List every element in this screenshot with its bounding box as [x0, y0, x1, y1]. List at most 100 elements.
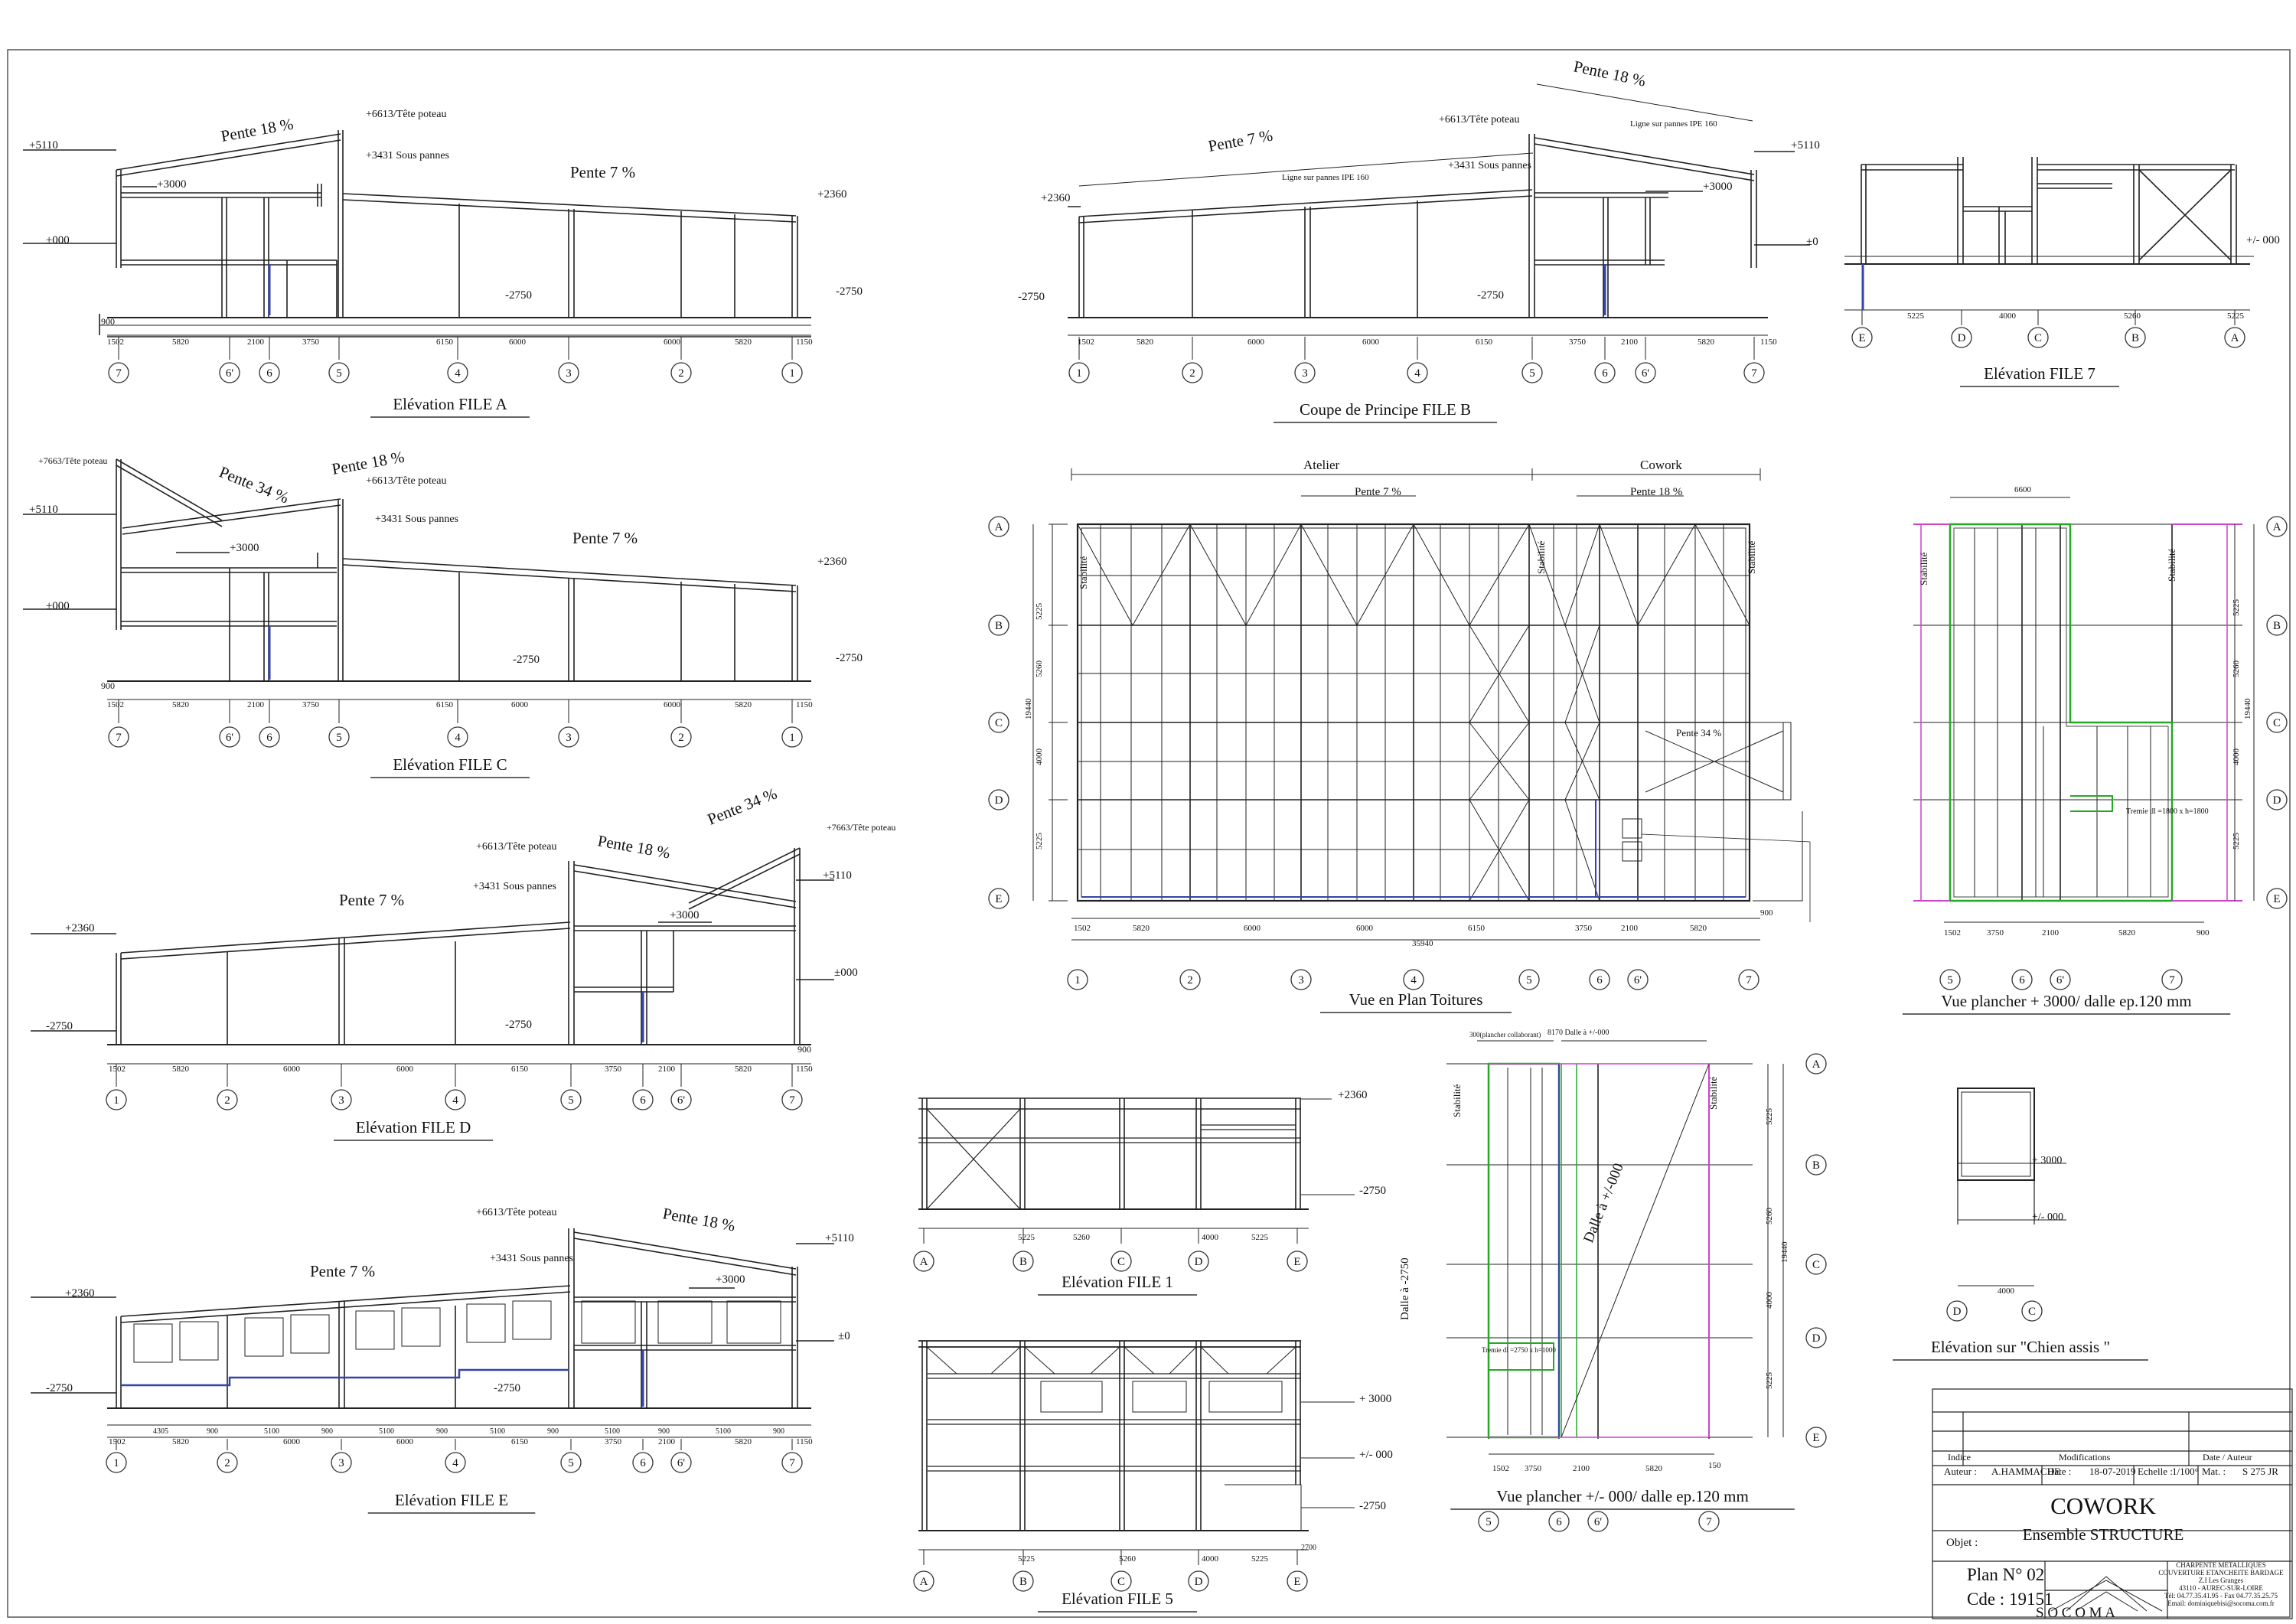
grid-bubble-label-bC3: 6	[266, 732, 272, 744]
tb-date-l: Date :	[2047, 1466, 2071, 1477]
grid-bubble-bV2	[1179, 969, 1201, 990]
grid-bubble-label-b11: A	[920, 1256, 928, 1268]
pV-d4: 6000	[1356, 924, 1374, 933]
pD-d3: 6000	[283, 1065, 301, 1074]
grid-bubble-label-bVL5: E	[995, 893, 1002, 905]
grid-bubble-bF1	[1478, 1511, 1499, 1532]
grid-bubble-label-bE7: 6'	[677, 1457, 686, 1469]
pV-d8: 5820	[1690, 924, 1707, 933]
p5-title: Elévation FILE 5	[1062, 1590, 1173, 1608]
pA-d2: 5820	[172, 338, 190, 347]
tb-auteur-l: Auteur :	[1944, 1466, 1977, 1477]
pE-title: Elévation FILE E	[395, 1491, 508, 1509]
tb-mat-l: Mat. :	[2202, 1466, 2226, 1477]
grid-bubble-bPR1	[2266, 516, 2288, 537]
grid-bubble-bVL5	[988, 888, 1009, 909]
chien-assis-drawing	[1957, 1088, 2066, 1286]
grid-bubble-bV1	[1067, 969, 1088, 990]
grid-bubble-bB2	[1182, 362, 1203, 383]
pA-2360: +2360	[817, 188, 846, 201]
tb-modif: Modifications	[2059, 1452, 2111, 1463]
vue-plancher-3000-drawing	[1913, 497, 2255, 923]
pD-m2750a: -2750	[46, 1020, 73, 1032]
vue-plan-toitures-drawing	[1032, 468, 1811, 941]
pP-d2: 3750	[1987, 928, 2004, 938]
pV-pente1: Pente 7 %	[1355, 486, 1401, 498]
pA-d6: 6000	[509, 338, 527, 347]
pP-tremie: Tremie dl =1800 x h=1800	[2126, 807, 2209, 816]
pE-tete1: +6613/Tête poteau	[476, 1207, 556, 1218]
grid-bubble-bV3	[1290, 969, 1312, 990]
pP-r2: 5260	[2232, 660, 2241, 678]
pC-5110: +5110	[29, 504, 58, 516]
grid-bubble-b73	[2027, 327, 2049, 348]
pV-l4: 5225	[1035, 833, 1044, 850]
grid-bubble-bP1	[1939, 969, 1961, 990]
grid-bubble-b74	[2125, 327, 2146, 348]
pE-d4: 6000	[396, 1437, 414, 1446]
grid-bubble-bVL4	[988, 789, 1009, 810]
grid-bubble-label-bF4: 7	[1706, 1516, 1712, 1528]
grid-bubble-bB8	[1743, 362, 1765, 383]
pA-d3: 2100	[247, 338, 265, 347]
grid-bubble-label-b75: A	[2231, 332, 2239, 344]
pB-m2750a: -2750	[1018, 291, 1045, 303]
tb-plan: Plan N° 02	[1967, 1565, 2044, 1584]
grid-bubble-label-bA4: 5	[336, 367, 342, 380]
pB-d2: 5820	[1137, 338, 1154, 347]
grid-bubble-bV6	[1589, 969, 1610, 990]
pA-d8: 5820	[735, 338, 752, 347]
grid-bubble-label-bB3: 3	[1302, 367, 1308, 380]
p5-d4: 5225	[1251, 1554, 1269, 1564]
grid-bubble-label-bC1: 7	[116, 732, 122, 744]
grid-bubble-label-bC5: 4	[455, 732, 461, 744]
pC-tete1: +7663/Tête poteau	[38, 455, 107, 466]
grid-bubble-bE8	[781, 1452, 803, 1473]
pF-r2: 5260	[1765, 1208, 1774, 1225]
tb-co3: Z.I Les Granges	[2199, 1577, 2244, 1584]
grid-bubble-label-bV2: 2	[1187, 974, 1193, 986]
pD-000: ±000	[834, 967, 858, 979]
grid-bubble-b71	[1851, 327, 1873, 348]
pCA-000: +/- 000	[2032, 1211, 2063, 1223]
pF-d5: 150	[1708, 1461, 1721, 1470]
grid-bubble-bA3	[259, 362, 280, 383]
pD-sous: +3431 Sous pannes	[473, 881, 556, 892]
pE-000: ±0	[838, 1330, 850, 1342]
p1-2360: +2360	[1338, 1089, 1367, 1101]
pA-5110: +5110	[29, 139, 58, 152]
grid-bubble-bA1	[108, 362, 129, 383]
pE-d8: 5820	[735, 1437, 752, 1446]
grid-bubble-label-bD3: 3	[338, 1094, 344, 1107]
grid-bubble-bD5	[560, 1089, 582, 1110]
grid-bubble-label-bFR1: A	[1812, 1058, 1821, 1071]
pE-pente2: Pente 7 %	[310, 1262, 375, 1280]
grid-bubble-bV7	[1627, 969, 1649, 990]
p7-m1: +/- 000	[2246, 234, 2280, 246]
grid-bubble-bVL3	[988, 712, 1009, 733]
grid-bubble-bA5	[447, 362, 468, 383]
pE-p12: 900	[773, 1427, 784, 1436]
pF-stab2: Stabilité	[1707, 1076, 1719, 1110]
pC-d5: 6150	[436, 700, 454, 709]
grid-bubble-bF4	[1698, 1511, 1720, 1532]
pE-p4: 900	[321, 1427, 333, 1436]
pF-dalle2: Dalle à -2750	[1399, 1257, 1411, 1320]
pV-pente2: Pente 18 %	[1630, 486, 1682, 498]
grid-bubble-bB4	[1407, 362, 1428, 383]
pV-d9: 900	[1760, 908, 1773, 918]
pF-title: Vue plancher +/- 000/ dalle ep.120 mm	[1496, 1487, 1749, 1505]
elevation-file-1-drawing	[918, 1097, 1355, 1244]
grid-bubble-label-bC8: 1	[789, 732, 795, 744]
tb-date-v: 18-07-2019	[2089, 1466, 2136, 1477]
pA-m2750b: -2750	[836, 285, 863, 298]
grid-bubble-label-bE8: 7	[789, 1457, 795, 1469]
pA-title: Elévation FILE A	[393, 395, 507, 413]
pD-900: 900	[797, 1044, 811, 1055]
pV-cowork: Cowork	[1640, 458, 1682, 472]
p1-m2750: -2750	[1359, 1185, 1386, 1197]
grid-bubble-label-bE3: 3	[338, 1457, 344, 1469]
grid-bubble-label-bB4: 4	[1414, 367, 1420, 380]
grid-bubble-label-bFR5: E	[1812, 1432, 1819, 1444]
grid-bubble-label-b12: B	[1019, 1256, 1027, 1268]
